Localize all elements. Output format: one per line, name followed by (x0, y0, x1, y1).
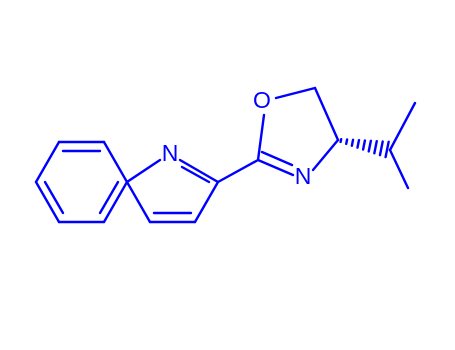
stereo-hash-2 (350, 138, 355, 147)
bond-inner-1 (43, 180, 65, 215)
bond-oxc2-o (256, 113, 266, 162)
oxazoline-oxygen-label: O (253, 87, 271, 113)
bond-inner-2 (98, 180, 120, 215)
stereo-hash-7 (378, 140, 384, 157)
stereo-hash-5 (367, 139, 373, 153)
stereo-hash-6 (373, 139, 378, 155)
bond-cstar-n (311, 138, 340, 172)
bond-n-oxc2-double (260, 150, 294, 167)
stereo-hash-8 (384, 140, 390, 159)
bond-ch-me2 (388, 148, 410, 190)
stereo-hash-1 (345, 138, 349, 146)
bond-c7-c8a (102, 180, 129, 224)
bond-c8a-c8 (102, 140, 129, 184)
bond-c4a-c4 (125, 180, 152, 224)
bond-n1-c8a (125, 158, 162, 184)
bond-c3-c2 (193, 180, 220, 224)
bond-c2-oxc2 (216, 158, 260, 184)
bond-c2-n1 (178, 158, 220, 184)
oxazoline-nitrogen-label: N (295, 163, 312, 189)
bond-ch-me1 (388, 101, 417, 152)
bond-layer (34, 86, 417, 224)
bond-o-ch2 (274, 86, 317, 100)
stereo-hash-4 (361, 139, 367, 151)
stereo-hash-0 (339, 137, 343, 144)
bond-c7b-c5 (34, 140, 61, 184)
quinoline-nitrogen-label: N (162, 140, 179, 166)
bond-ch2-cstar (313, 86, 340, 142)
bond-n-oxc2 (256, 158, 295, 177)
bond-c5-c6 (34, 180, 61, 224)
stereo-hash-3 (356, 138, 361, 149)
bond-inner-5 (180, 165, 211, 184)
